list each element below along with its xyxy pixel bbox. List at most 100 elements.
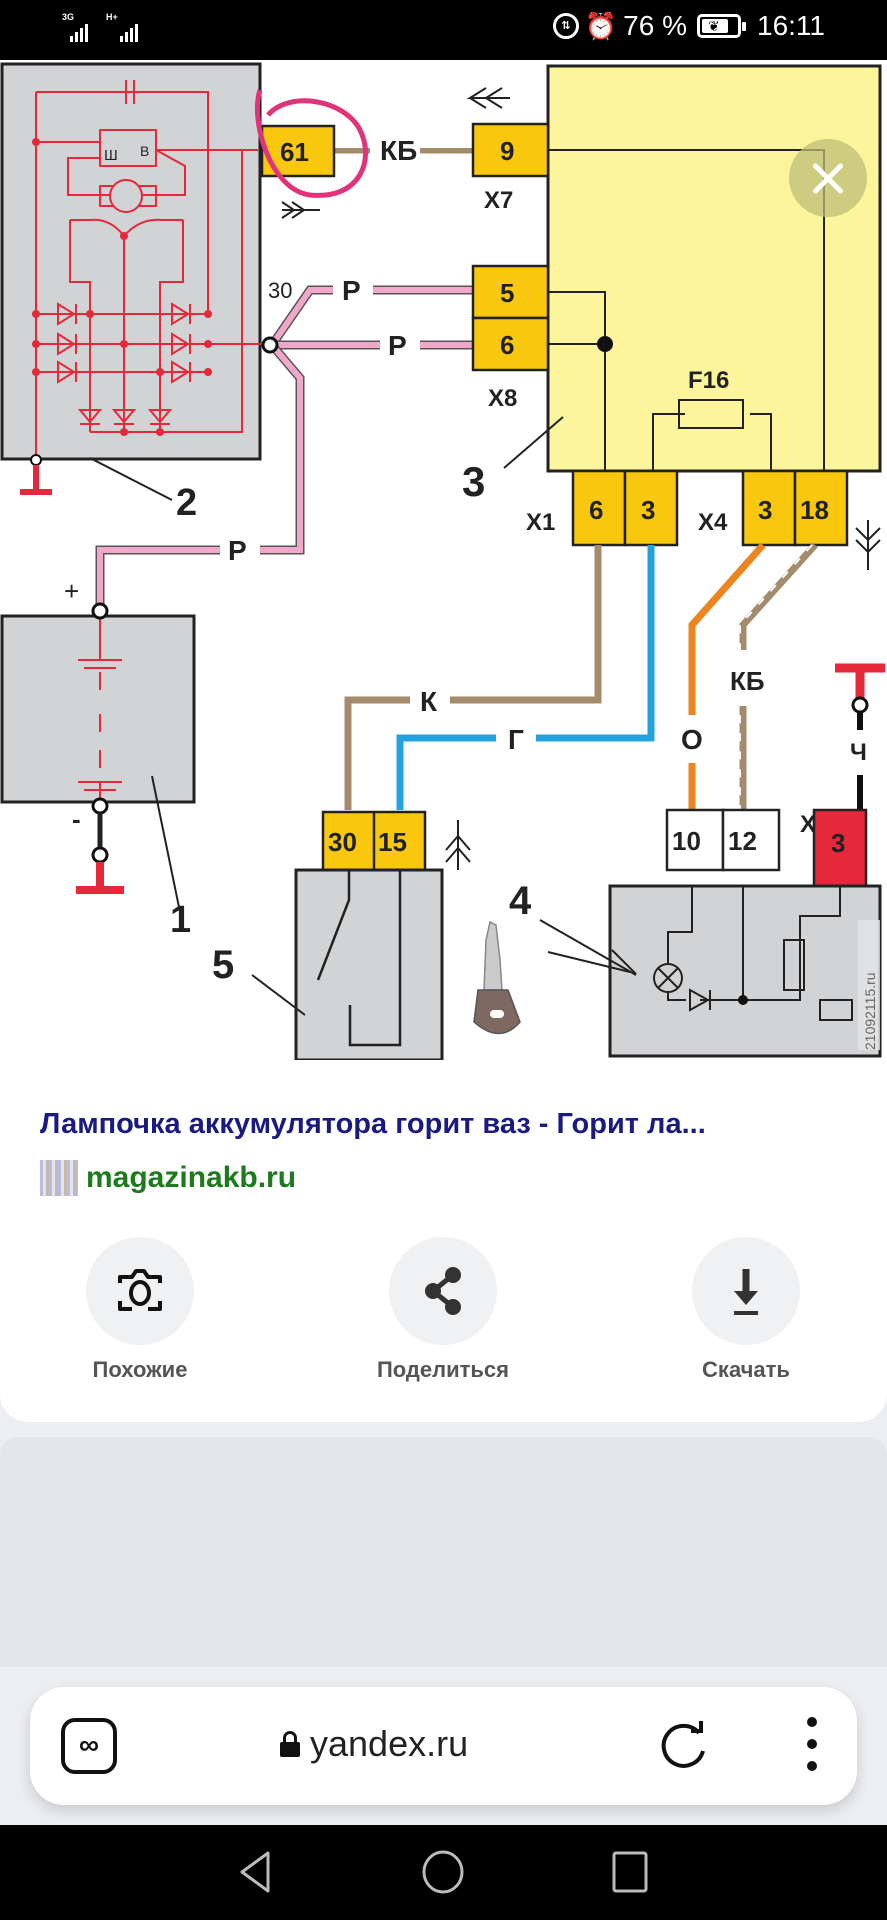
watermark: 21092115.ru [862, 972, 878, 1050]
share-button-circle[interactable] [389, 1237, 497, 1345]
share-button[interactable]: Поделиться [343, 1237, 543, 1383]
wire-label-p3: Р [228, 535, 247, 566]
connector-61-label: 61 [280, 137, 309, 167]
signal-hplus-icon: H+ [106, 12, 142, 42]
connector-9-label: 9 [500, 136, 514, 166]
similar-label: Похожие [92, 1357, 188, 1382]
mounting-block: F16 3 [462, 64, 882, 505]
source-domain[interactable]: magazinakb.ru [86, 1161, 297, 1194]
group-x1: X1 [526, 509, 555, 536]
label-v: В [140, 143, 149, 159]
download-label: Скачать [702, 1357, 790, 1382]
action-row: Похожие Поделиться Скачать [0, 1237, 887, 1397]
key-icon [473, 920, 521, 1035]
fuse-label: F16 [688, 367, 729, 394]
switch-15-label: 15 [378, 827, 407, 857]
url-text: yandex.ru [310, 1723, 469, 1764]
share-label: Поделиться [376, 1357, 510, 1382]
component-label-5: 5 [212, 943, 234, 987]
data-saver-icon: ⇅ [552, 13, 579, 39]
socket-symbol-icon [445, 820, 471, 870]
component-label-4: 4 [509, 879, 532, 923]
cluster-12-label: 12 [728, 826, 757, 856]
camera-search-icon [118, 1269, 162, 1311]
ignition-switch-block: 30 15 5 [212, 810, 471, 1060]
result-card: Лампочка аккумулятора горит ваз - Горит … [0, 1060, 887, 1422]
battery-minus: - [72, 804, 81, 834]
battery-icon: ❦ [697, 14, 746, 38]
wire-label-ch: Ч [850, 739, 867, 766]
generator-block: Ш В 2 [0, 62, 262, 524]
component-label-1: 1 [170, 899, 191, 941]
ground-icon [835, 663, 885, 700]
group-x4: X4 [698, 509, 728, 536]
wire-label-kb-top: КБ [380, 135, 417, 166]
socket-symbol-icon [466, 87, 510, 109]
annotation-circle [254, 89, 369, 198]
connector-5-label: 5 [500, 278, 514, 308]
download-button-circle[interactable] [692, 1237, 800, 1345]
connector-6 [471, 316, 550, 372]
switch-30-label: 30 [328, 827, 357, 857]
connector-x4-18 [793, 469, 849, 547]
cluster-10-label: 10 [672, 826, 701, 856]
home-icon[interactable] [413, 1847, 473, 1897]
signal-3g-icon: 3G [62, 12, 92, 42]
download-button[interactable]: Скачать [646, 1237, 846, 1383]
connector-x1-6-label: 6 [589, 495, 603, 525]
connector-x1-3-label: 3 [641, 495, 655, 525]
result-title[interactable]: Лампочка аккумулятора горит ваз - Горит … [40, 1108, 706, 1140]
plug-symbol-icon [855, 520, 881, 570]
leaf-icon: ❦ [708, 18, 720, 34]
reload-icon[interactable] [655, 1717, 713, 1775]
connector-5 [471, 264, 550, 320]
connector-6-label: 6 [500, 330, 514, 360]
similar-button-circle[interactable] [86, 1237, 194, 1345]
wire-label-k: К [420, 686, 438, 717]
component-label-3: 3 [462, 458, 485, 505]
label-term30: 30 [268, 278, 292, 303]
alarm-icon: ⏰ [584, 10, 618, 41]
similar-button[interactable]: Похожие [40, 1237, 240, 1383]
plug-symbol-icon [281, 201, 320, 219]
site-favicon-icon [40, 1160, 78, 1196]
browser-address-bar: ∞ yandex.ru [30, 1687, 857, 1805]
tabs-button[interactable]: ∞ [61, 1718, 117, 1774]
wire-label-o: О [681, 724, 703, 755]
close-button[interactable] [789, 139, 867, 217]
ground-icon [20, 465, 52, 495]
status-bar: 3G H+ ⇅ ⏰ 76 % ❦ 16:11 [0, 0, 887, 60]
wire-label-p2: Р [388, 330, 407, 361]
next-result-placeholder [0, 1437, 887, 1667]
clock: 16:11 [757, 10, 825, 41]
connector-x4-3 [741, 469, 797, 547]
wire-label-p1: Р [342, 275, 361, 306]
battery-plus: + [64, 576, 79, 606]
ground-icon [76, 862, 124, 894]
wire-label-kb: КБ [730, 666, 765, 696]
group-x8: X8 [488, 385, 517, 412]
system-nav-bar [0, 1825, 887, 1920]
component-label-2: 2 [176, 482, 197, 524]
wires-pink [95, 278, 476, 608]
connector-x4-3-label: 3 [758, 495, 772, 525]
connector-9 [471, 122, 550, 178]
back-icon[interactable] [226, 1847, 286, 1897]
url-field[interactable]: yandex.ru [280, 1723, 468, 1765]
group-x7: X7 [484, 187, 513, 214]
instrument-cluster-block: X1 10 12 Ч X2 3 4 21092115.ru [509, 663, 885, 1058]
share-icon [425, 1267, 461, 1315]
image-viewer[interactable]: Ш В 2 30 Р Р Р КБ 61 [0, 60, 887, 1060]
recents-icon[interactable] [600, 1847, 660, 1897]
lock-icon [280, 1731, 300, 1757]
battery-percent: 76 % [623, 10, 687, 41]
wiring-diagram: Ш В 2 30 Р Р Р КБ 61 [0, 62, 885, 1060]
result-source[interactable]: magazinakb.ru [40, 1160, 296, 1196]
more-menu-icon[interactable] [805, 1717, 819, 1775]
label-sh: Ш [104, 147, 118, 164]
connector-x4-18-label: 18 [800, 495, 829, 525]
download-icon [734, 1269, 758, 1315]
cluster-3-label: 3 [831, 828, 845, 858]
wire-label-g: Г [508, 724, 524, 755]
battery-block: + - 1 [0, 576, 196, 941]
